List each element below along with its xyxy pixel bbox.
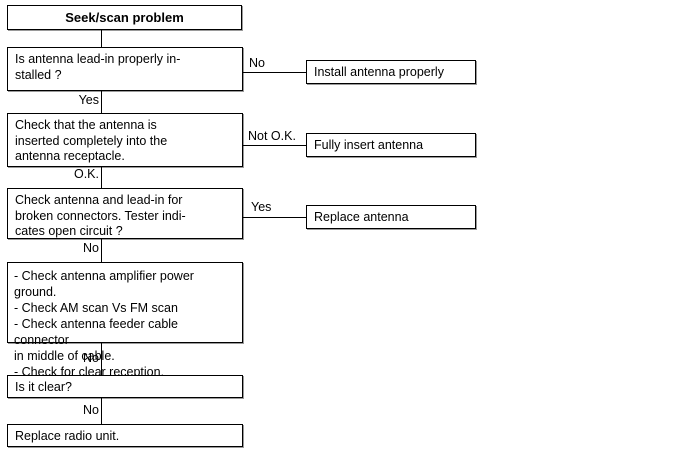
node-action2: Fully insert antenna <box>306 133 476 157</box>
node-end: Replace radio unit. <box>7 424 243 447</box>
edge-label-q3-yes: Yes <box>251 200 272 214</box>
node-q3: Check antenna and lead-in for broken con… <box>7 188 243 239</box>
node-q4-label: Is it clear? <box>15 380 72 394</box>
node-q4: Is it clear? <box>7 375 243 398</box>
connector-q3-yes <box>243 217 307 218</box>
edge-label-q4-no: No <box>83 403 99 417</box>
edge-label-q3-no: No <box>83 241 99 255</box>
edge-label-q2-notok: Not O.K. <box>248 129 296 143</box>
connector-q1-no <box>243 72 307 73</box>
edge-label-q2-ok: O.K. <box>73 167 99 181</box>
node-checks-label: - Check antenna amplifier power ground. … <box>14 269 194 379</box>
node-action3-label: Replace antenna <box>314 210 409 224</box>
node-action2-label: Fully insert antenna <box>314 138 424 152</box>
connector-checks-to-q4 <box>101 343 102 375</box>
connector-start-to-q1 <box>101 30 102 47</box>
node-checks: - Check antenna amplifier power ground. … <box>7 262 243 379</box>
connector-q1-to-q2 <box>101 91 102 113</box>
node-q3-label: Check antenna and lead-in for broken con… <box>15 193 186 238</box>
edge-label-checks-no: No <box>83 351 99 365</box>
node-start: Seek/scan problem <box>7 5 242 30</box>
node-q2-label: Check that the antenna is inserted compl… <box>15 118 168 163</box>
node-action1: Install antenna properly <box>306 60 476 84</box>
node-start-label: Seek/scan problem <box>65 10 184 25</box>
node-action3: Replace antenna <box>306 205 476 229</box>
connector-q3-to-checks <box>101 239 102 262</box>
edge-label-q1-yes: Yes <box>78 93 99 107</box>
node-q1-label: Is antenna lead-in properly in- stalled … <box>15 52 181 82</box>
node-action1-label: Install antenna properly <box>314 65 444 79</box>
connector-q2-notok <box>243 145 307 146</box>
connector-q4-to-end <box>101 398 102 424</box>
node-end-label: Replace radio unit. <box>15 429 120 443</box>
connector-q2-to-q3 <box>101 167 102 188</box>
node-q2: Check that the antenna is inserted compl… <box>7 113 243 167</box>
edge-label-q1-no: No <box>249 56 265 70</box>
node-q1: Is antenna lead-in properly in- stalled … <box>7 47 243 91</box>
